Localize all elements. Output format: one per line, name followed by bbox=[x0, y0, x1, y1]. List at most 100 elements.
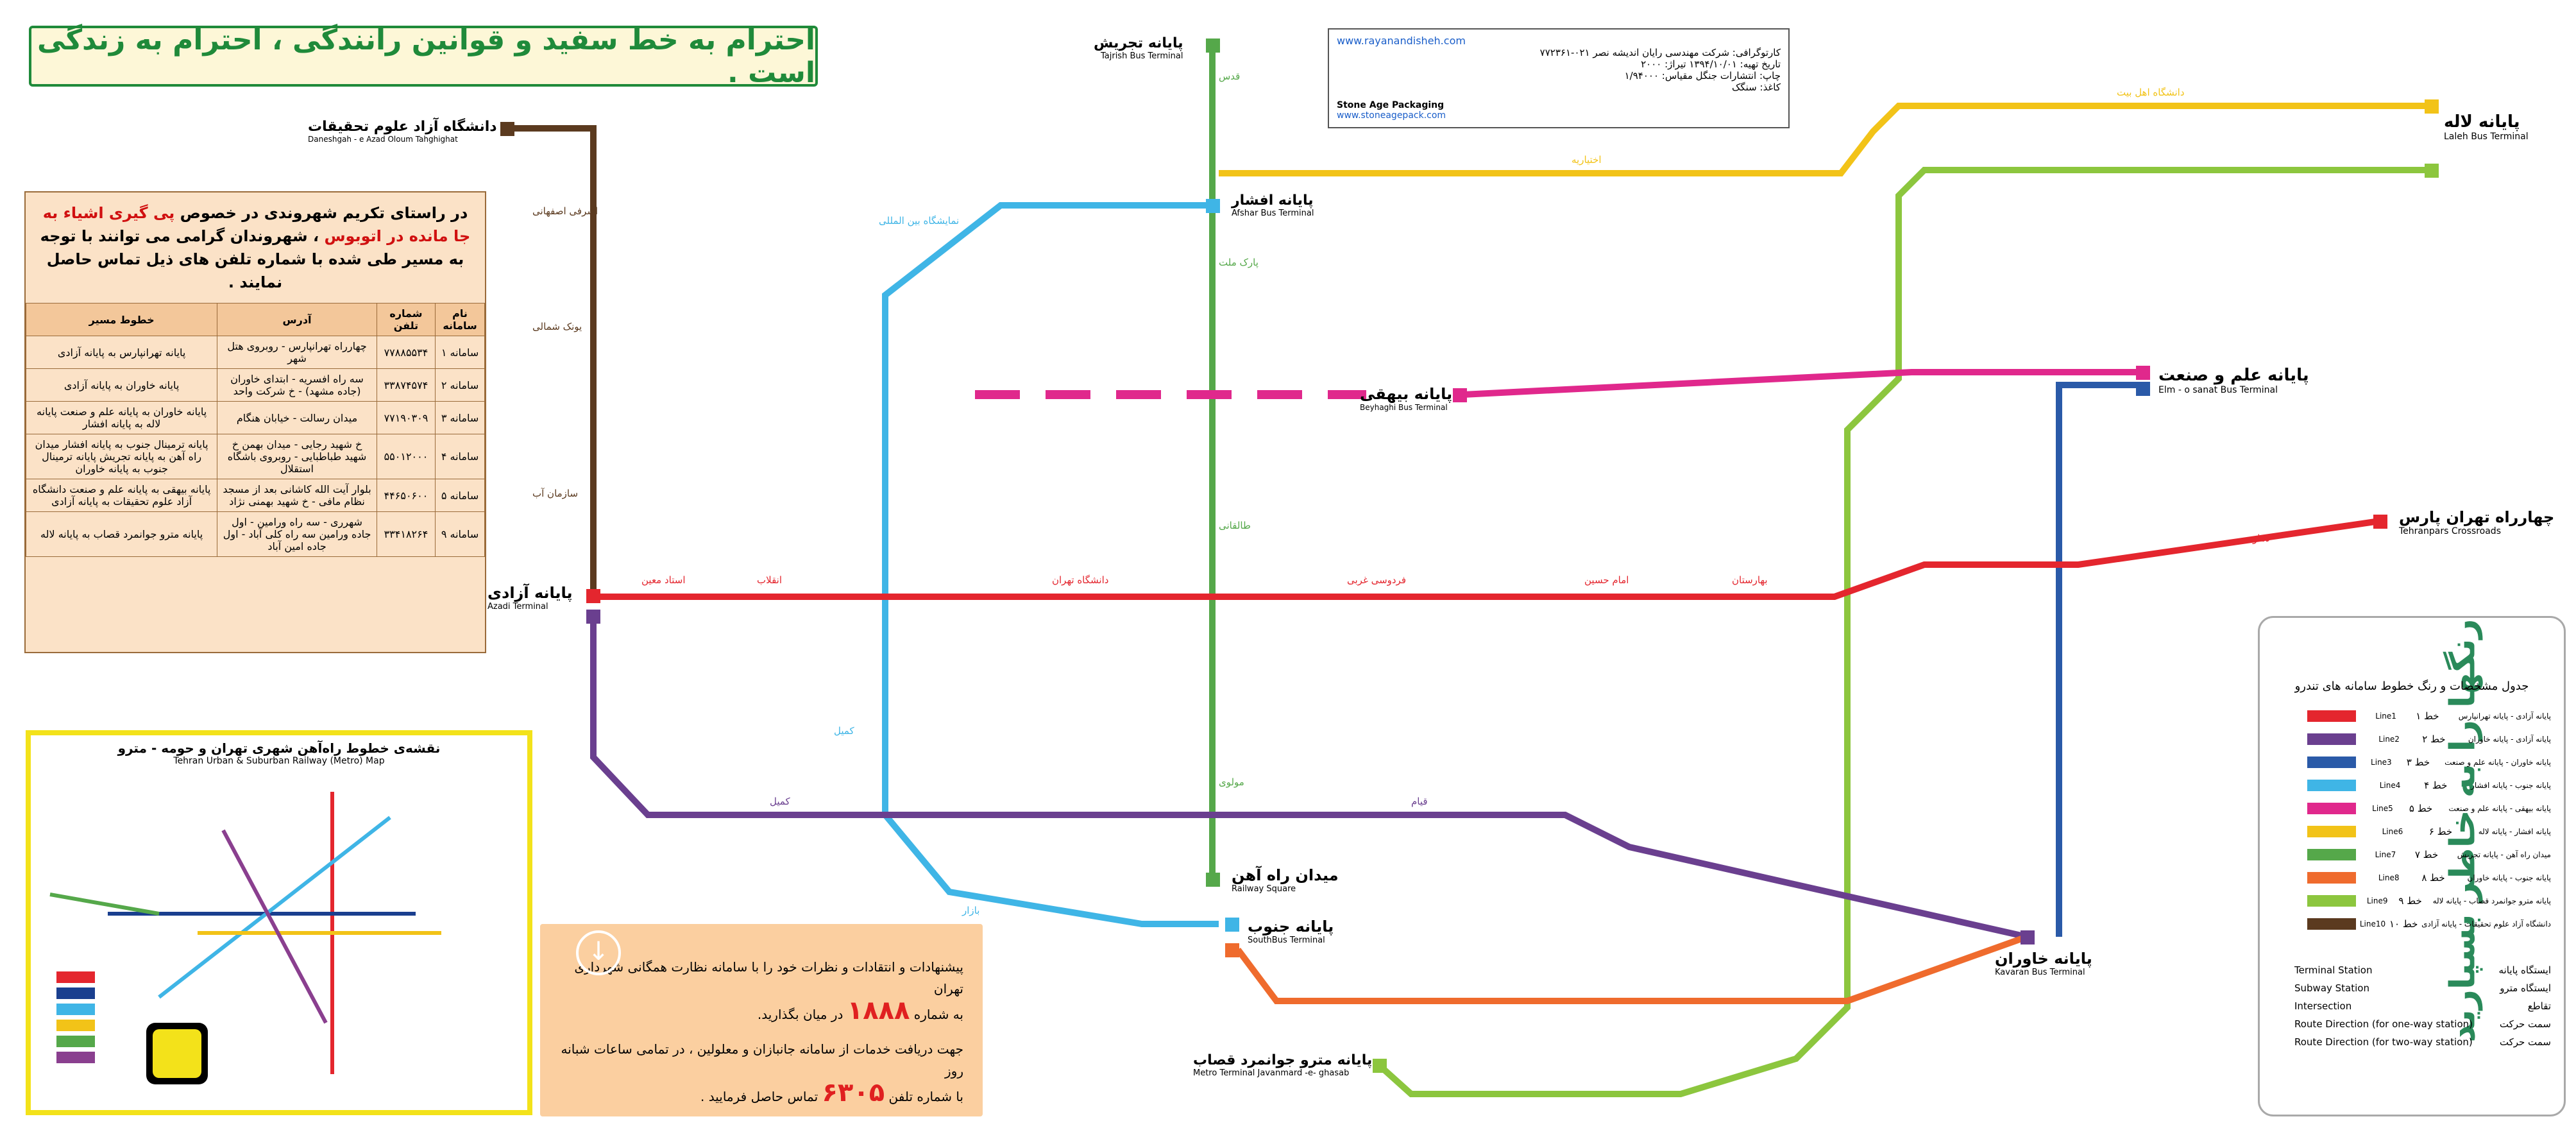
terminal-icon[interactable] bbox=[1453, 388, 1467, 402]
station-label[interactable]: امام حسین bbox=[1584, 574, 1629, 586]
publisher-url[interactable]: www.rayanandisheh.com bbox=[1337, 35, 1466, 47]
terminal-tajrish[interactable]: پایانه تجریش Tajrish Bus Terminal bbox=[1094, 35, 1183, 61]
terminal-elm[interactable]: پایانه علم و صنعت Elm - o sanat Bus Term… bbox=[2158, 366, 2309, 395]
legend-line-row: دانشگاه آزاد علوم تحقیقات - پایانه آزادی… bbox=[2307, 916, 2551, 932]
legend-line-swatch bbox=[2307, 849, 2357, 860]
terminal-icon[interactable] bbox=[1373, 1059, 1387, 1073]
legend-line-desc: پایانه جنوب - پایانه افشار bbox=[2471, 781, 2551, 790]
legend-line-swatch bbox=[2307, 895, 2357, 907]
terminal-azadi[interactable]: پایانه آزادی Azadi Terminal bbox=[487, 584, 573, 611]
terminal-laleh-fa: پایانه لاله bbox=[2444, 112, 2520, 132]
station-label[interactable]: فردوسی غربی bbox=[1347, 574, 1407, 586]
terminal-icon[interactable] bbox=[2373, 515, 2387, 529]
route-line-6 bbox=[1219, 103, 2431, 176]
terminal-icon[interactable] bbox=[586, 589, 600, 603]
station-label[interactable]: پارک ملت bbox=[1219, 257, 1258, 268]
terminal-icon[interactable] bbox=[2136, 366, 2150, 380]
station-label[interactable]: اختیاریه bbox=[1572, 154, 1602, 166]
terminal-beyhaghi-fa: پایانه بیهقی bbox=[1360, 385, 1453, 403]
disability-hotline-number[interactable]: ۶۳۰۵ bbox=[822, 1078, 885, 1107]
legend-line-en: Line5 bbox=[2372, 804, 2393, 813]
legend-line-en: Line3 bbox=[2371, 758, 2392, 767]
station-label[interactable]: استاد معین bbox=[641, 574, 686, 586]
legend-key-direction-one-way: سمت حرکت Route Direction (for one-way st… bbox=[2294, 1018, 2551, 1030]
legend-title: جدول مشخصات و رنگ خطوط سامانه های تندرو bbox=[2294, 680, 2529, 693]
terminal-jonub[interactable]: پایانه جنوب SouthBus Terminal bbox=[1248, 918, 1334, 945]
legend-line-en: Line7 bbox=[2375, 850, 2396, 859]
terminal-laleh-en: Laleh Bus Terminal bbox=[2444, 132, 2529, 142]
station-label[interactable]: بهارستان bbox=[1732, 574, 1768, 586]
terminal-afshar[interactable]: پایانه افشار Afshar Bus Terminal bbox=[1232, 192, 1314, 218]
terminal-beyhaghi[interactable]: پایانه بیهقی Beyhaghi Bus Terminal bbox=[1360, 385, 1452, 412]
station-label[interactable]: دماوند bbox=[2245, 533, 2270, 544]
station-label[interactable]: بازار bbox=[962, 905, 980, 916]
legend-line-desc: پایانه بیهقی - پایانه علم و صنعت bbox=[2448, 804, 2551, 813]
legend-line-name: خط ۹ bbox=[2398, 895, 2422, 907]
station-label[interactable]: کمیل bbox=[834, 725, 854, 737]
terminal-icon[interactable] bbox=[2425, 164, 2439, 178]
terminal-icon[interactable] bbox=[1225, 943, 1239, 957]
minimap-legend-line7 bbox=[56, 1052, 95, 1063]
lost-items-heading-text2: ، شهروندان گرامی می توانند با توجه به مس… bbox=[40, 227, 464, 291]
station-label[interactable]: یونک شمالی bbox=[532, 321, 582, 332]
terminal-icon[interactable] bbox=[586, 610, 600, 624]
terminal-icon[interactable] bbox=[2021, 930, 2035, 945]
info-arrow-icon: ↓ bbox=[576, 930, 621, 975]
station-label[interactable]: دانشگاه تهران bbox=[1052, 574, 1109, 586]
terminal-khavaran[interactable]: پایانه خاوران Kavaran Bus Terminal bbox=[1995, 950, 2092, 977]
legend-line-desc: پایانه افشار - پایانه لاله bbox=[2478, 827, 2551, 836]
legend-line-en: Line6 bbox=[2382, 827, 2403, 836]
terminal-daneshgah[interactable]: دانشگاه آزاد علوم تحقیقات Daneshgah - e … bbox=[308, 119, 497, 144]
station-label[interactable]: مولوی bbox=[1219, 776, 1244, 788]
complaint-text: پیشنهادات و انتقادات و نظرات خود را با س… bbox=[574, 959, 963, 996]
publisher-line4: کاغذ: سنگک bbox=[1731, 81, 1781, 93]
lost-items-table: نام سامانه شماره تلفن آدرس خطوط مسیر سام… bbox=[25, 303, 485, 557]
terminal-icon[interactable] bbox=[1206, 873, 1220, 887]
terminal-icon[interactable] bbox=[2136, 382, 2150, 396]
table-cell: ۷۷۸۸۵۵۳۴ bbox=[376, 336, 436, 369]
legend-line-name: خط ۳ bbox=[2406, 757, 2430, 768]
station-label[interactable]: کمیل bbox=[770, 796, 790, 807]
station-label[interactable]: نمایشگاه بین المللی bbox=[879, 215, 960, 227]
terminal-azadi-fa: پایانه آزادی bbox=[487, 584, 573, 602]
station-label[interactable]: انقلاب bbox=[757, 574, 783, 586]
metro-icon bbox=[146, 1023, 208, 1084]
terminal-icon[interactable] bbox=[500, 122, 514, 136]
terminal-icon[interactable] bbox=[2425, 99, 2439, 114]
station-label[interactable]: اشرفی اصفهانی bbox=[532, 205, 598, 217]
legend-key-fa: سمت حرکت bbox=[2499, 1036, 2551, 1048]
terminal-tehranpars[interactable]: چهارراه تهران پارس Tehranpars Crossroads bbox=[2399, 508, 2554, 536]
legend-line-en: Line9 bbox=[2366, 896, 2388, 905]
station-label[interactable]: سازمان آب bbox=[532, 488, 579, 499]
complaints-panel: ↓ پیشنهادات و انتقادات و نظرات خود را با… bbox=[540, 924, 983, 1116]
lost-items-heading-highlight: پی گیری اشیاء به جا مانده در اتوبوس bbox=[42, 204, 471, 245]
legend-key-en: Route Direction (for two-way station) bbox=[2294, 1036, 2473, 1048]
station-label[interactable]: طالقانی bbox=[1219, 520, 1251, 531]
station-label[interactable]: دانشگاه اهل بیت bbox=[2117, 87, 2185, 98]
legend-line-desc: دانشگاه آزاد علوم تحقیقات - پایانه آزادی bbox=[2421, 919, 2551, 928]
terminal-rahahan-en: Railway Square bbox=[1232, 884, 1296, 894]
terminal-afshar-en: Afshar Bus Terminal bbox=[1232, 209, 1314, 218]
station-label[interactable]: قدس bbox=[1219, 71, 1241, 82]
terminal-tehranpars-en: Tehranpars Crossroads bbox=[2399, 526, 2501, 536]
terminal-icon[interactable] bbox=[1206, 199, 1220, 213]
legend-key-fa: ایستگاه مترو bbox=[2500, 982, 2551, 994]
terminal-javanmard[interactable]: پایانه مترو جوانمرد قصاب Metro Terminal … bbox=[1193, 1052, 1372, 1078]
publisher-brand-url[interactable]: www.stoneagepack.com bbox=[1337, 110, 1446, 121]
legend-line-swatch bbox=[2307, 872, 2356, 884]
terminal-rahahan[interactable]: میدان راه آهن Railway Square bbox=[1232, 866, 1339, 894]
terminal-laleh[interactable]: پایانه لاله Laleh Bus Terminal bbox=[2444, 112, 2529, 142]
station-label[interactable]: قیام bbox=[1411, 796, 1428, 807]
legend-line-name: خط ۷ bbox=[2414, 849, 2439, 860]
complaint-text: تماس حاصل فرمایید . bbox=[700, 1089, 818, 1104]
legend-line-desc: پایانه آزادی - پایانه خاوران bbox=[2468, 735, 2551, 744]
complaint-hotline-number[interactable]: ۱۸۸۸ bbox=[847, 996, 910, 1025]
terminal-icon[interactable] bbox=[1206, 38, 1220, 53]
legend-line-desc: میدان راه آهن - پایانه تجریش bbox=[2457, 850, 2551, 859]
terminal-icon[interactable] bbox=[1225, 918, 1239, 932]
legend-line-swatch bbox=[2307, 733, 2357, 745]
